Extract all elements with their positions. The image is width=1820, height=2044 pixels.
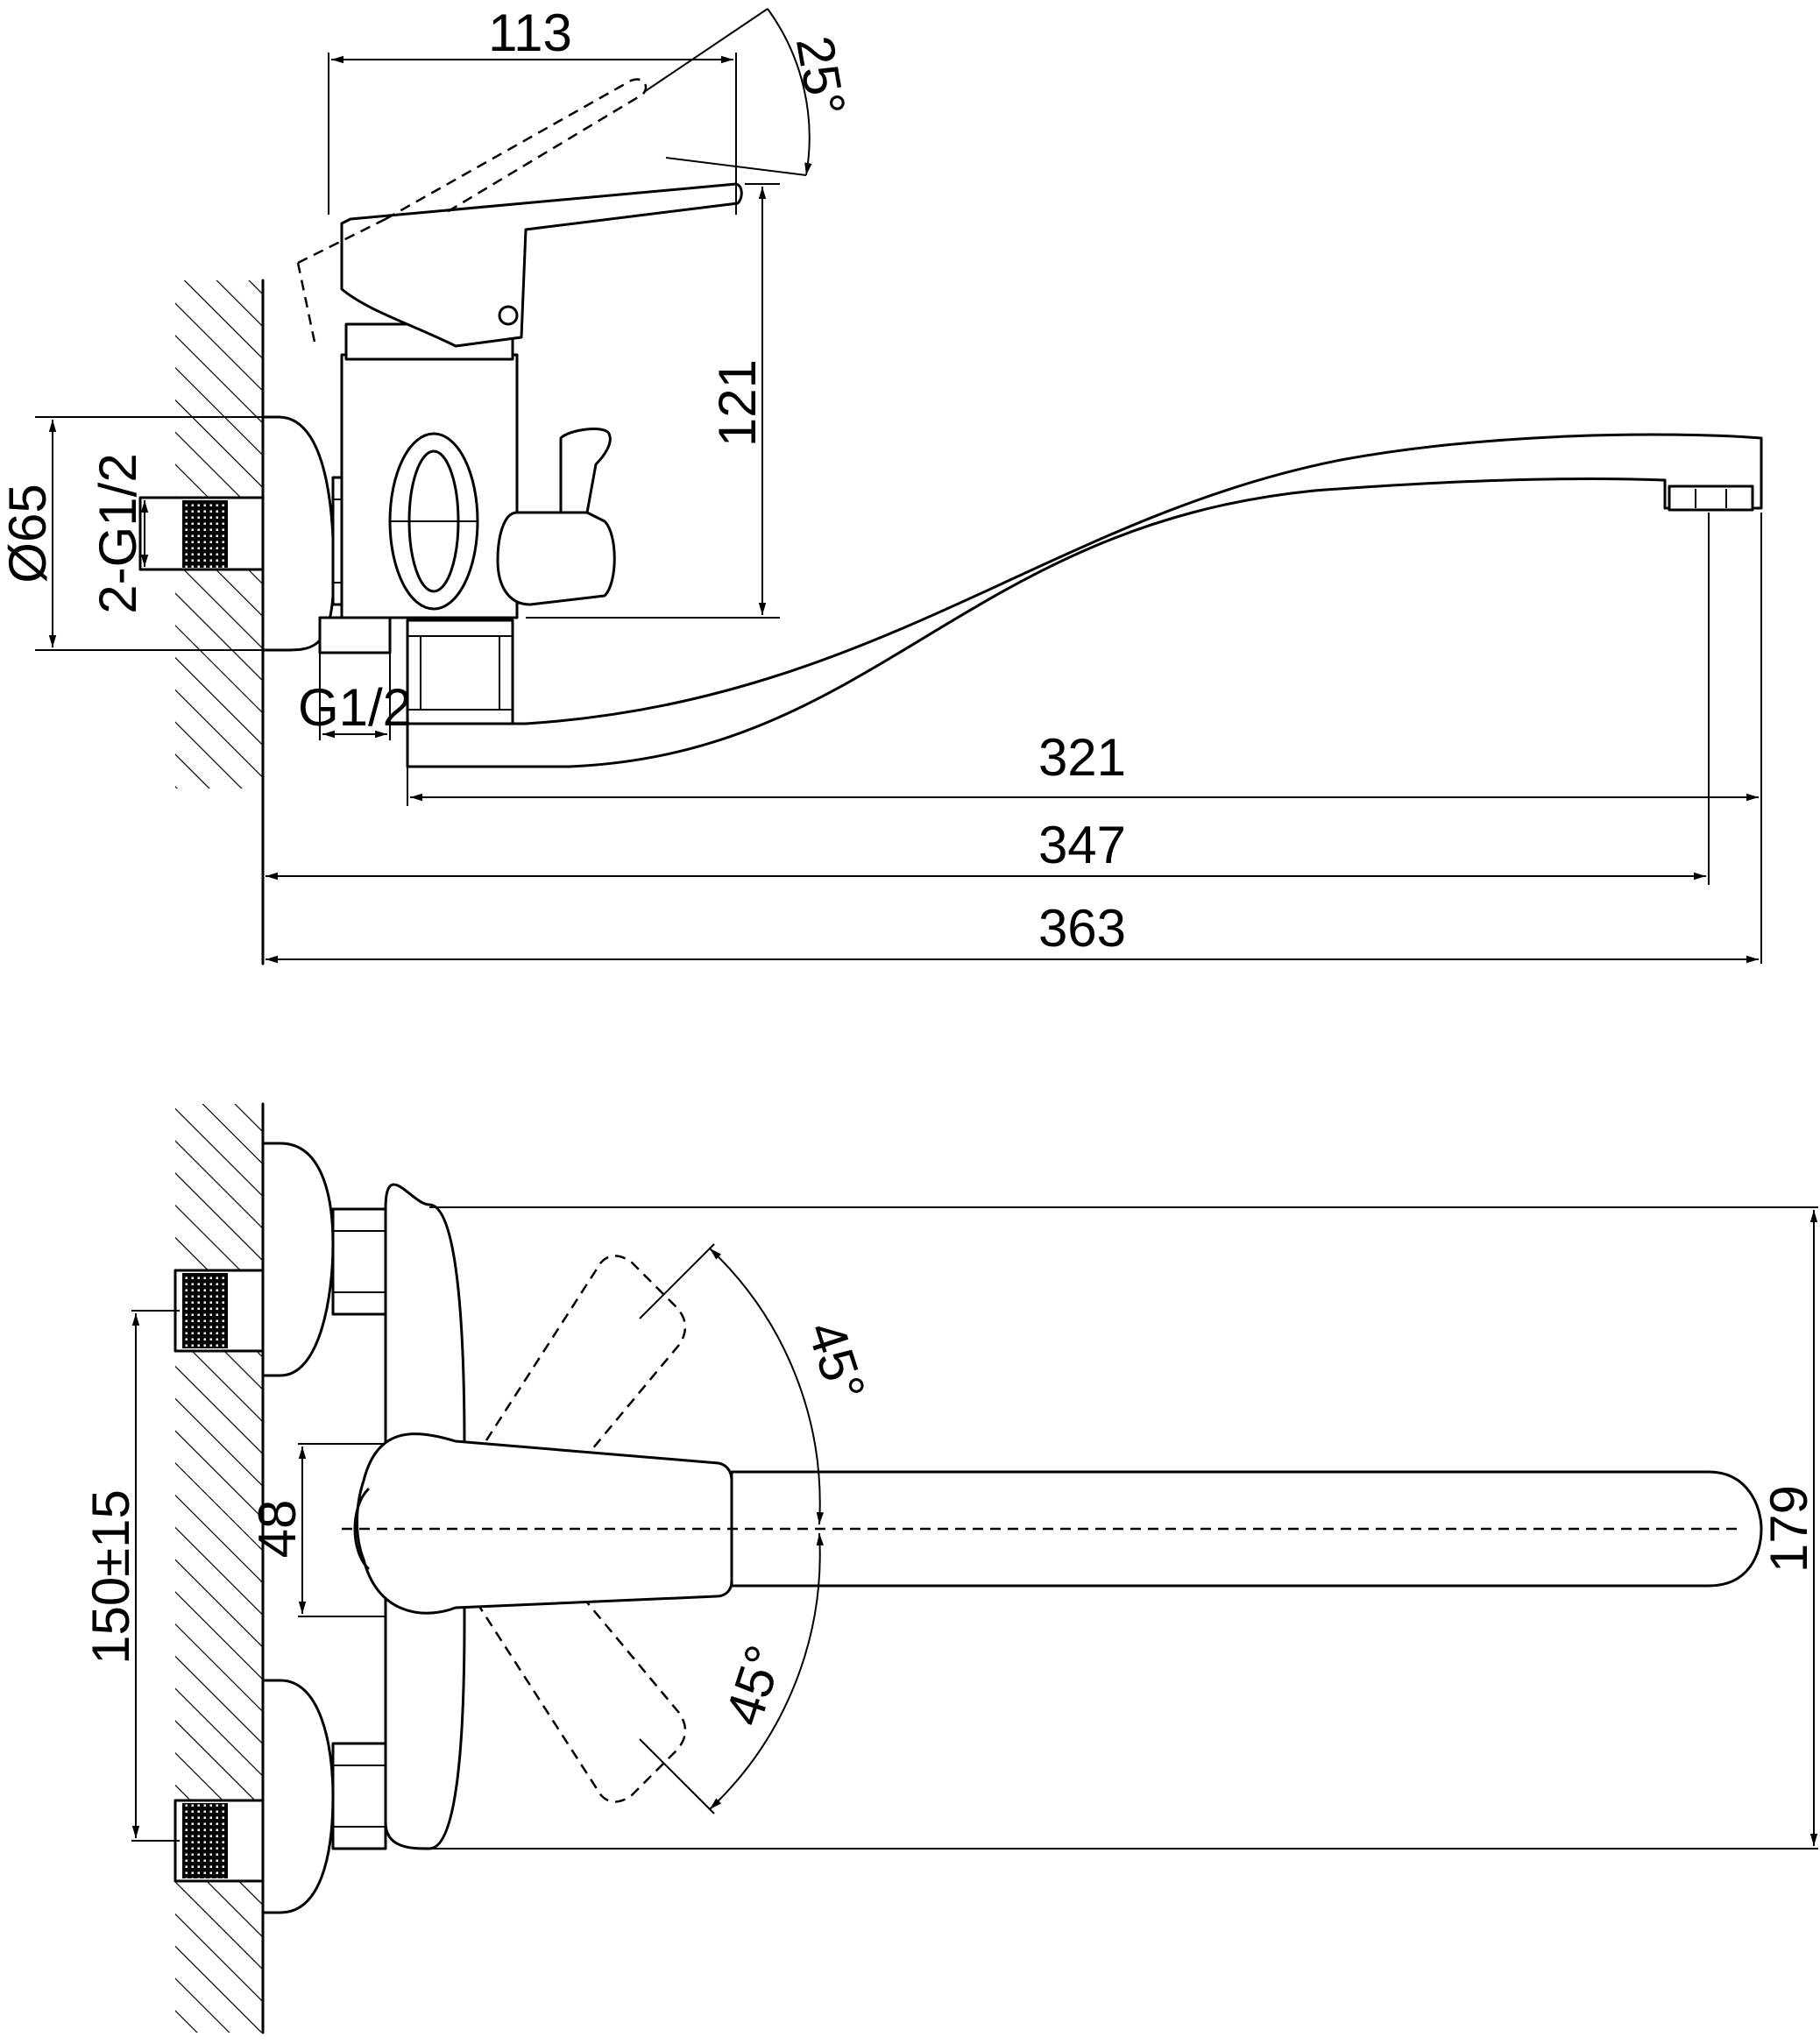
lever-handle-top: [356, 1432, 733, 1615]
wall-flange-side: [261, 415, 336, 652]
lever-handle-tilted-dashed: [385, 78, 648, 221]
dim-spout-179: 179: [1760, 1485, 1818, 1573]
nut-top-upper: [331, 1207, 387, 1316]
dim-body-height: 121: [708, 359, 767, 447]
dim-total-363: 363: [1038, 899, 1126, 958]
dim-spout-321: 321: [1038, 728, 1126, 787]
dim-handle-width: 113: [488, 4, 572, 62]
spout-top: [730, 1470, 1763, 1588]
inlet-pipe-side: [138, 496, 265, 571]
lever-handle-side: [340, 182, 743, 348]
dim-handle-angle: 25°: [785, 32, 857, 120]
dim-angle-lower: 45°: [714, 1638, 795, 1732]
dim-inlet-thread: 2-G1/2: [89, 453, 147, 613]
diverter-side: [496, 511, 616, 606]
nut-top-lower: [331, 1742, 387, 1850]
bottom-fitting-side: [318, 616, 392, 654]
top-view: 45° 45° 48 179 150±15: [81, 1102, 1818, 2034]
dim-center-spacing: 150±15: [81, 1489, 140, 1665]
dim-flange-diameter: Ø65: [0, 484, 57, 583]
dim-spout-347: 347: [1038, 816, 1126, 874]
spout-side: [406, 433, 1763, 768]
lever-handle-dashed-lower: [428, 1528, 687, 1803]
inlet-pipe-top-lower: [174, 1799, 265, 1883]
wall-hatch-top: [175, 1102, 265, 2034]
spout-union-side: [406, 619, 514, 725]
aerator-side: [1668, 484, 1754, 512]
wall-flange-top-lower: [261, 1679, 335, 1914]
diverter-lever-side: [559, 428, 612, 514]
inlet-pipe-top-upper: [174, 1269, 265, 1353]
side-view: 113 25° 121 Ø65 2-G1/2 G1/2 321: [0, 4, 1763, 965]
dim-angle-upper: 45°: [797, 1314, 877, 1408]
diverter-knob-side: [388, 432, 479, 611]
dim-outlet-thread: G1/2: [298, 678, 412, 737]
wall-hatch-side: [175, 279, 265, 965]
dim-handle-48: 48: [248, 1500, 307, 1559]
wall-flange-top-upper: [261, 1142, 335, 1377]
lever-handle-dashed-upper: [428, 1255, 687, 1530]
